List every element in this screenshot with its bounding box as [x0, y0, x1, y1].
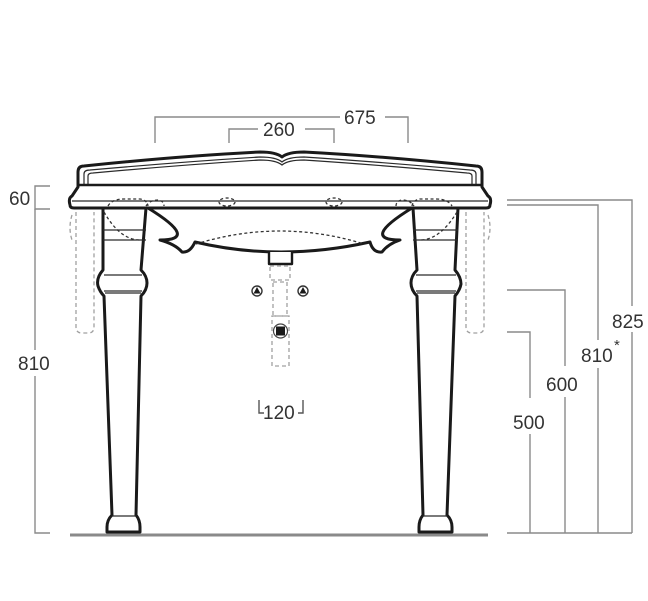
- dim-label-825: 825: [612, 312, 644, 333]
- tap-hole-right: [325, 197, 343, 207]
- dimension-overall-width: 675: [154, 108, 409, 143]
- wall-brackets: [69, 212, 491, 334]
- dimension-810-right: 810 *: [507, 204, 620, 533]
- dimension-500: 500: [507, 331, 545, 533]
- dimension-tap-hole-spacing: 260: [228, 120, 335, 143]
- dim-label-810-left: 810: [18, 354, 50, 375]
- dim-label-60: 60: [9, 189, 30, 210]
- tap-hole-left: [218, 197, 236, 207]
- dim-label-120: 120: [263, 403, 295, 424]
- dim-label-810-right: 810: [581, 346, 613, 367]
- dim-asterisk: *: [614, 337, 620, 354]
- dim-label-675: 675: [344, 108, 376, 129]
- basin-top: [67, 150, 493, 210]
- right-leg: [409, 206, 463, 534]
- dim-label-260: 260: [263, 120, 295, 141]
- dimension-600: 600: [507, 289, 578, 533]
- waste-assembly: [251, 252, 309, 367]
- dim-label-500: 500: [513, 413, 545, 434]
- left-leg: [96, 206, 149, 534]
- dimension-waste-width: 120: [258, 400, 304, 424]
- basin-bowl: [103, 206, 458, 254]
- valve-icon-left: [251, 285, 263, 297]
- dimension-left-height: 810: [18, 209, 50, 534]
- dimension-825: 825: [507, 199, 644, 533]
- dim-label-600: 600: [546, 375, 578, 396]
- valve-icon-right: [297, 285, 309, 297]
- dimension-top-thickness: 60: [9, 185, 50, 210]
